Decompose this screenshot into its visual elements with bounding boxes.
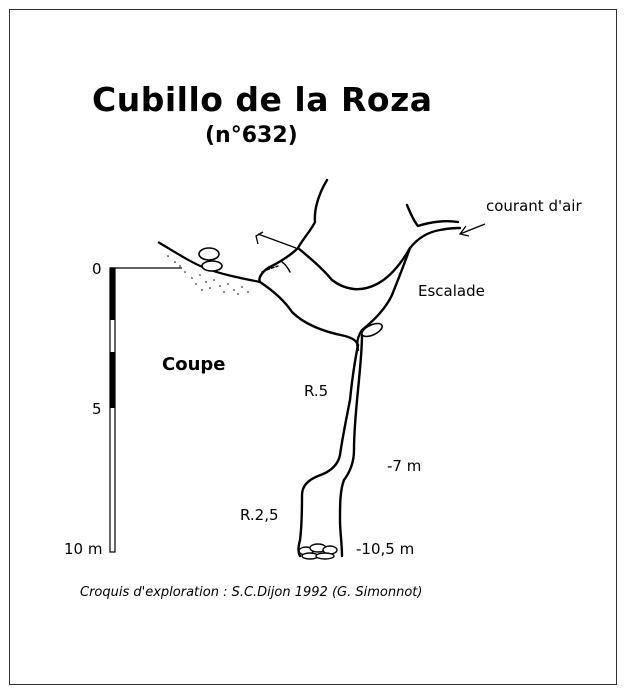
scale-label-zero: 0 xyxy=(92,260,102,278)
climb-label: Escalade xyxy=(418,282,485,300)
bottom-boulders xyxy=(298,543,338,560)
depth-10-5-label: -10,5 m xyxy=(356,540,415,558)
cave-title: Cubillo de la Roza xyxy=(92,80,433,119)
section-label: Coupe xyxy=(162,354,226,375)
pitch-2-label: R.2,5 xyxy=(240,506,279,524)
exploration-credit: Croquis d'exploration : S.C.Dijon 1992 (… xyxy=(80,585,423,600)
scale-label-five: 5 xyxy=(92,400,102,418)
air-current-label: courant d'air xyxy=(486,197,582,215)
cave-walls xyxy=(258,178,462,558)
depth-7-label: -7 m xyxy=(387,457,422,475)
scale-label-ten: 10 m xyxy=(64,540,103,558)
entrance-boulders xyxy=(198,247,223,272)
cave-number: (n°632) xyxy=(205,123,298,148)
drawing-frame xyxy=(9,9,617,685)
pitch-1-label: R.5 xyxy=(304,382,329,400)
chamber-boulder xyxy=(361,322,383,338)
exit-arrow xyxy=(255,231,297,249)
depth-scale-bar xyxy=(109,267,182,553)
air-current-arrow xyxy=(458,223,486,237)
